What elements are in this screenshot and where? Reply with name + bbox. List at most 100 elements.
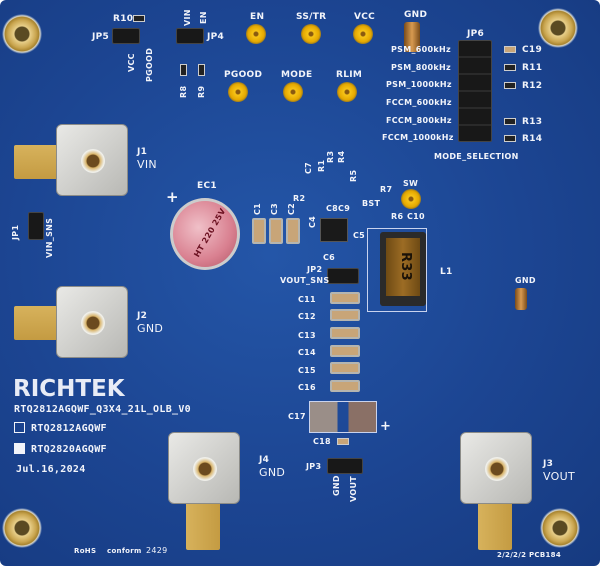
test-point-rlim[interactable] [337, 82, 357, 102]
label-ec1-plus: + [166, 188, 179, 206]
label-mode-selection: MODE_SELECTION [434, 152, 519, 161]
inductor-marking: R33 [398, 252, 413, 282]
capacitor-c16 [330, 380, 360, 392]
label-c16: C16 [298, 383, 316, 392]
label-r8: R8 [179, 85, 188, 98]
label-r9: R9 [197, 85, 206, 98]
test-point-vcc[interactable] [353, 24, 373, 44]
capacitor-c1 [252, 218, 266, 244]
gnd-post[interactable] [515, 288, 527, 310]
resistor-r8 [180, 64, 187, 76]
ic-chip [320, 218, 348, 242]
label-sw: SW [403, 179, 419, 188]
label-pgood: PGOOD [145, 47, 154, 82]
label-r4: R4 [337, 150, 346, 163]
label-r3: R3 [326, 150, 335, 163]
label-ec1: EC1 [197, 181, 217, 191]
rohs-mark: RoHS [74, 547, 97, 555]
label-fccm-600: FCCM_600kHz [386, 98, 452, 107]
label-c7: C7 [304, 161, 313, 174]
option1-label: RTQ2812AGQWF [31, 423, 107, 434]
test-point-mode[interactable] [283, 82, 303, 102]
terminal-tab [14, 145, 64, 179]
label-r2: R2 [293, 194, 306, 203]
resistor-r14 [504, 135, 516, 142]
jumper-jp2[interactable] [327, 268, 359, 284]
option1-checkbox [14, 422, 25, 433]
label-c13: C13 [298, 331, 316, 340]
label-r10: R10 [113, 14, 134, 24]
capacitor-c12 [330, 309, 360, 321]
label-psm-1000: PSM_1000kHz [386, 80, 452, 89]
label-tp-gnd: GND [404, 10, 428, 20]
label-c18: C18 [313, 437, 331, 446]
label-c5: C5 [353, 231, 366, 240]
capacitor-c13 [330, 327, 360, 339]
test-point-sstr[interactable] [301, 24, 321, 44]
label-jp6: JP6 [467, 29, 485, 39]
terminal-j4 [168, 432, 240, 504]
jumper-jp1[interactable] [28, 212, 44, 240]
jumper-jp3[interactable] [327, 458, 363, 474]
terminal-j2 [56, 286, 128, 358]
test-point-pgood[interactable] [228, 82, 248, 102]
label-j1: J1 [137, 147, 148, 157]
label-j2-gnd: GND [137, 322, 164, 335]
label-tp-mode: MODE [281, 70, 313, 80]
label-tp-pgood: PGOOD [224, 70, 263, 80]
capacitor-c17 [309, 401, 377, 433]
label-vcc: VCC [127, 53, 136, 72]
gnd-post[interactable] [404, 22, 420, 52]
capacitor-c18 [337, 438, 349, 445]
label-c15: C15 [298, 366, 316, 375]
label-r13: R13 [522, 117, 543, 127]
mounting-hole [540, 508, 580, 548]
label-j3-vout: VOUT [543, 470, 575, 483]
label-c17: C17 [288, 412, 306, 421]
board-date: Jul.16,2024 [16, 464, 86, 475]
resistor-r13 [504, 118, 516, 125]
label-c19: C19 [522, 45, 543, 55]
richtek-logo: RICHTEK [13, 376, 125, 402]
label-j4-gnd: GND [259, 466, 286, 479]
test-point-sw[interactable] [401, 189, 421, 209]
label-c8c9: C8C9 [326, 204, 351, 213]
jumper-jp4[interactable] [176, 28, 204, 44]
label-j1-vin: VIN [137, 158, 157, 171]
test-point-en[interactable] [246, 24, 266, 44]
label-c17-plus: + [380, 419, 392, 434]
label-j3: J3 [543, 459, 554, 469]
label-fccm-800: FCCM_800kHz [386, 116, 452, 125]
label-jp3: JP3 [306, 462, 322, 471]
label-jp3-vout: VOUT [349, 475, 358, 502]
label-r7: R7 [380, 185, 393, 194]
label-jp2: JP2 [307, 265, 323, 274]
conform-mark: conform [107, 547, 142, 555]
label-c10: C10 [407, 212, 425, 221]
label-gnd-right: GND [515, 276, 536, 285]
label-en: EN [199, 11, 208, 24]
mounting-hole [538, 8, 578, 48]
label-tp-en: EN [250, 12, 265, 22]
capacitor-c2 [286, 218, 300, 244]
option2-label: RTQ2820AGQWF [31, 444, 107, 455]
label-psm-800: PSM_800kHz [391, 63, 451, 72]
label-r12: R12 [522, 81, 543, 91]
label-c12: C12 [298, 312, 316, 321]
label-c3: C3 [270, 202, 279, 215]
label-fccm-1000: FCCM_1000kHz [382, 133, 454, 142]
electrolytic-capacitor-ec1: HT 220 25V [170, 198, 240, 270]
mounting-hole [2, 14, 42, 54]
label-c4: C4 [308, 215, 317, 228]
jumper-jp6[interactable] [458, 40, 492, 142]
label-c2: C2 [287, 202, 296, 215]
label-j2: J2 [137, 311, 148, 321]
capacitor-c11 [330, 292, 360, 304]
label-r5: R5 [349, 169, 358, 182]
label-tp-vcc: VCC [354, 12, 376, 22]
capacitor-c19 [504, 46, 516, 53]
jumper-jp5[interactable] [112, 28, 140, 44]
pcb-id: 2/2/2/2 PCB184 [497, 551, 562, 559]
inductor-l1: R33 [380, 232, 426, 306]
label-jp1: JP1 [11, 224, 20, 240]
